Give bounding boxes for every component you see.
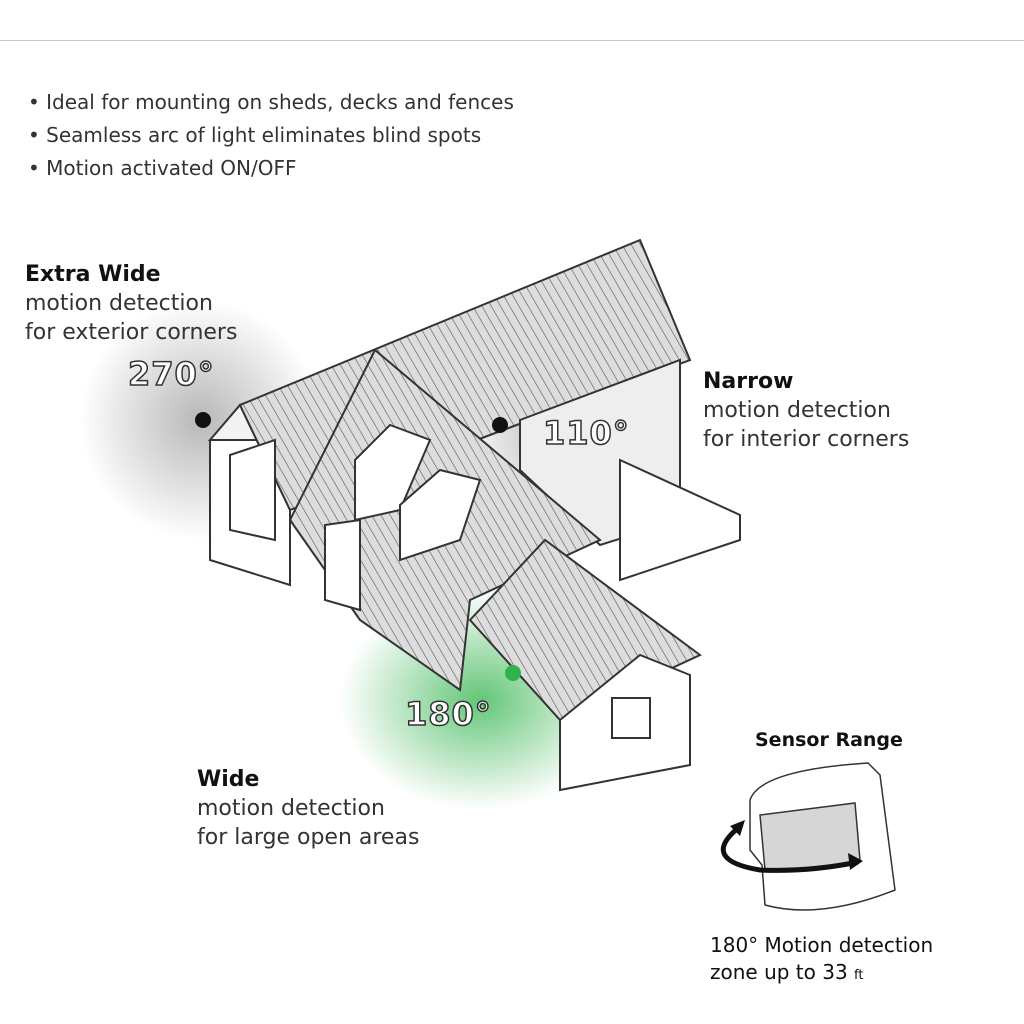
angle-270: 270° xyxy=(127,354,215,394)
feature-list: Ideal for mounting on sheds, decks and f… xyxy=(28,86,514,185)
narrow-title: Narrow xyxy=(703,369,794,394)
dormer-2 xyxy=(399,468,482,562)
extra-wide-title: Extra Wide xyxy=(25,262,161,287)
sensor-point-180 xyxy=(505,665,521,681)
feature-item: Motion activated ON/OFF xyxy=(28,152,514,185)
sensor-point-270 xyxy=(195,412,211,428)
angle-180: 180° xyxy=(404,694,492,734)
feature-item: Ideal for mounting on sheds, decks and f… xyxy=(28,86,514,119)
sensor-caption-line2: zone up to 33 xyxy=(710,960,848,984)
sensor-range-title: Sensor Range xyxy=(755,729,903,751)
angle-110: 110° xyxy=(542,413,630,453)
feature-item: Seamless arc of light eliminates blind s… xyxy=(28,119,514,152)
narrow-line2: for interior corners xyxy=(703,427,910,452)
narrow-label: Narrow motion detection for interior cor… xyxy=(703,367,909,454)
deck xyxy=(619,458,741,582)
rotation-arrow-icon xyxy=(720,826,859,873)
wide-title: Wide xyxy=(197,767,260,792)
door xyxy=(324,518,361,612)
narrow-line1: motion detection xyxy=(703,398,891,423)
top-divider xyxy=(0,40,1024,41)
extra-wide-line2: for exterior corners xyxy=(25,320,238,345)
garage-window xyxy=(611,697,651,739)
sensor-caption-line1: 180° Motion detection xyxy=(710,933,934,957)
extra-wide-label: Extra Wide motion detection for exterior… xyxy=(25,260,237,347)
sensor-point-110 xyxy=(492,417,508,433)
wide-line1: motion detection xyxy=(197,796,385,821)
sensor-device xyxy=(749,762,896,911)
extra-wide-line1: motion detection xyxy=(25,291,213,316)
sensor-unit: ft xyxy=(854,968,864,983)
sensor-caption: 180° Motion detection zone up to 33 ft xyxy=(710,932,933,989)
wide-label: Wide motion detection for large open are… xyxy=(197,765,419,852)
wide-line2: for large open areas xyxy=(197,825,420,850)
dormer-1 xyxy=(354,423,432,522)
